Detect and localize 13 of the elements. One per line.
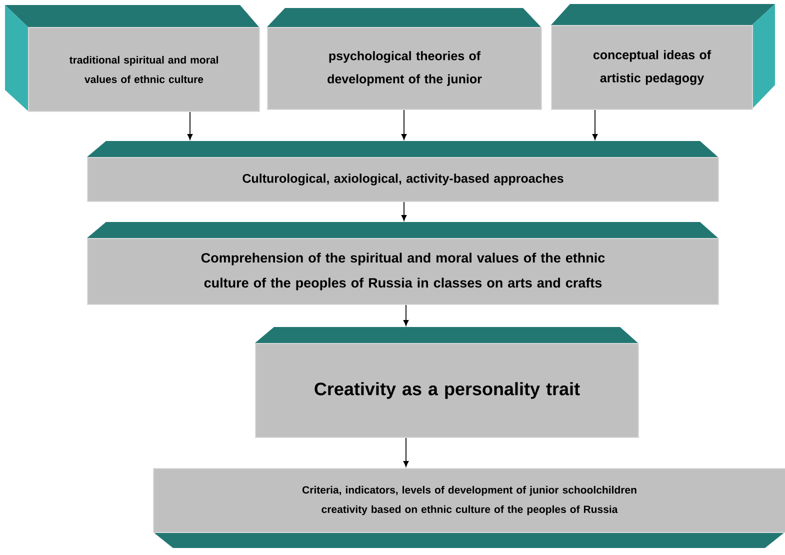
box-3d: Criteria, indicators, levels of development of junior schoolchildren creativity based on ethnic culture of the peoples of Russia bbox=[153, 468, 785, 548]
box-3d: psychological theories of development of the junior bbox=[267, 8, 542, 110]
arrow bbox=[187, 112, 193, 140]
box-3d: Creativity as a personality trait bbox=[255, 327, 639, 438]
box-3d: Culturological, axiological, activity-based approaches bbox=[87, 141, 719, 202]
box-3d: conceptual ideas of artistic pedagogy bbox=[551, 4, 775, 110]
arrow bbox=[401, 202, 407, 221]
arrow bbox=[401, 110, 407, 140]
arrow bbox=[403, 438, 409, 467]
box-3d: traditional spiritual and moral values of ethnic culture bbox=[5, 5, 260, 112]
arrow bbox=[592, 110, 598, 140]
arrow bbox=[403, 304, 409, 326]
box-3d: Comprehension of the spiritual and moral values of the ethnic culture of the peoples of Russia in classes on arts and crafts bbox=[87, 222, 719, 305]
